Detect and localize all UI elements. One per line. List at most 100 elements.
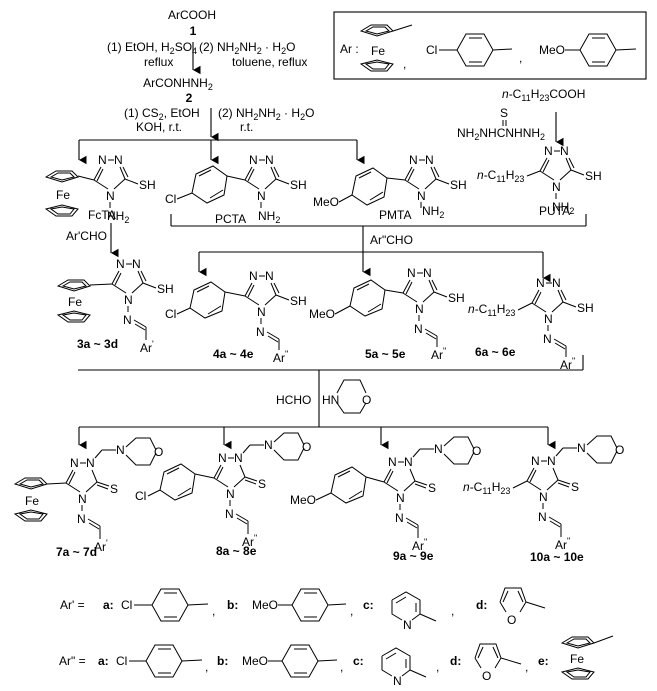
svg-text:N: N xyxy=(395,511,404,525)
svg-text:SH: SH xyxy=(448,291,465,305)
svg-text:N: N xyxy=(123,313,132,327)
compound-puta: n-C11H23 N N N SH NH2 PUTA xyxy=(477,144,602,218)
svg-text:a:: a: xyxy=(103,598,114,612)
label-6: 6a ~ 6e xyxy=(475,345,516,359)
compound-1-formula: ArCOOH xyxy=(168,8,216,22)
svg-text:N: N xyxy=(388,455,397,469)
svg-text:Fe: Fe xyxy=(68,295,82,309)
svg-text:c:: c: xyxy=(363,598,374,612)
svg-text:O: O xyxy=(362,393,371,407)
compound-pmta: MeO N N N SH NH2 PMTA xyxy=(313,153,467,222)
svg-text:N: N xyxy=(414,322,423,336)
svg-text:Fe: Fe xyxy=(371,44,385,58)
svg-text:MeO: MeO xyxy=(290,493,316,507)
svg-text:NH2: NH2 xyxy=(422,204,444,220)
compound-2-label: 2 xyxy=(186,91,193,105)
svg-text:Ar": Ar" xyxy=(273,349,288,365)
svg-text:N: N xyxy=(404,455,413,469)
svg-text:SH: SH xyxy=(585,169,602,183)
svg-text:N: N xyxy=(70,456,79,470)
svg-text:N: N xyxy=(116,257,125,271)
svg-text:Ar": Ar" xyxy=(431,346,446,362)
svg-text:N: N xyxy=(539,490,548,504)
fcta-label: FcTA xyxy=(88,208,116,222)
svg-text:d:: d: xyxy=(476,598,487,612)
svg-text:,: , xyxy=(525,660,528,674)
svg-text:N: N xyxy=(77,512,86,526)
label-3: 3a ~ 3d xyxy=(77,337,118,351)
svg-text:N: N xyxy=(409,153,418,167)
compound-3: N N N SH N Ar' Fe 3a ~ 3d xyxy=(57,257,174,355)
svg-text:N: N xyxy=(249,153,258,167)
label-10: 10a ~ 10e xyxy=(530,550,584,564)
svg-text:Fe: Fe xyxy=(570,652,584,666)
svg-text:d:: d: xyxy=(450,654,461,668)
svg-text:NH2: NH2 xyxy=(258,209,280,225)
svg-text:N: N xyxy=(116,443,125,457)
svg-text:S: S xyxy=(110,482,118,496)
svg-text:S: S xyxy=(258,477,266,491)
svg-text:Cl: Cl xyxy=(165,192,176,206)
svg-text:HN: HN xyxy=(322,393,339,407)
svg-text:O: O xyxy=(615,443,624,457)
methoxyphenyl-icon: MeO xyxy=(539,33,637,67)
svg-text:N: N xyxy=(265,269,274,283)
ar1cho-reagent: Ar'CHO xyxy=(66,229,107,243)
label-4: 4a ~ 4e xyxy=(213,347,254,361)
svg-text:N: N xyxy=(423,266,432,280)
compound-6: n-C11H23 N N N SH N Ar" 6a ~ 6e xyxy=(468,276,594,372)
step1-cond-left: (1) EtOH, H2SO4 xyxy=(107,40,197,56)
svg-text:O: O xyxy=(482,669,491,683)
step2-cond-left: (1) CS2, EtOH xyxy=(124,106,200,122)
svg-text:N: N xyxy=(407,266,416,280)
svg-text:N: N xyxy=(257,189,266,203)
ar1-def-label: Ar' = xyxy=(60,598,85,612)
svg-text:Cl: Cl xyxy=(121,598,132,612)
svg-text:N: N xyxy=(415,302,424,316)
svg-text:,: , xyxy=(212,604,215,618)
svg-text:N: N xyxy=(434,442,443,456)
svg-text:SH: SH xyxy=(290,294,307,308)
svg-text:N: N xyxy=(403,618,412,632)
step2-cond-right-2: r.t. xyxy=(240,120,253,134)
svg-text:N: N xyxy=(106,189,115,203)
svg-text:c:: c: xyxy=(353,654,364,668)
branch-2: Ar"CHO xyxy=(170,214,587,283)
svg-text:N: N xyxy=(531,454,540,468)
pmta-label: PMTA xyxy=(379,208,411,222)
thiocarbohydrazide-s: S xyxy=(500,106,508,120)
svg-text:Cl: Cl xyxy=(165,307,176,321)
svg-text:O: O xyxy=(507,613,516,627)
svg-text:N: N xyxy=(124,293,133,307)
hcho-reagent: HCHO xyxy=(276,393,311,407)
svg-text:N: N xyxy=(544,312,553,326)
svg-text:MeO: MeO xyxy=(309,307,335,321)
svg-text:O: O xyxy=(472,444,481,458)
svg-text:N: N xyxy=(393,674,402,688)
svg-text:N: N xyxy=(264,438,273,452)
compound-7: N N N O S N N Ar' Fe 7a ~ 7d xyxy=(14,437,163,559)
puta-label: PUTA xyxy=(539,204,570,218)
svg-text:MeO: MeO xyxy=(313,195,339,209)
svg-text:SH: SH xyxy=(450,178,467,192)
svg-text:n-C11H23: n-C11H23 xyxy=(477,168,524,184)
step1-cond-right-2: toluene, reflux xyxy=(232,55,307,69)
svg-text:,: , xyxy=(519,51,522,65)
compound-2-formula: ArCONHNH2 xyxy=(143,76,213,92)
compound-9: MeO N N N O S N N Ar" 9a ~ 9e xyxy=(290,436,481,563)
svg-text:,: , xyxy=(205,660,208,674)
ar2-b-methoxyphenyl: MeO , xyxy=(242,644,343,678)
compound-2: ArCONHNH2 2 xyxy=(143,76,213,105)
svg-text:N: N xyxy=(265,153,274,167)
svg-text:SH: SH xyxy=(577,301,594,315)
svg-text:MeO: MeO xyxy=(539,43,565,57)
ar2-definitions: Ar" = a: Cl , b: MeO , c: N , d: xyxy=(59,635,614,688)
svg-text:Ar': Ar' xyxy=(140,339,154,355)
branch-1 xyxy=(78,139,365,165)
svg-text:Ar": Ar" xyxy=(560,356,575,372)
svg-text:NH2: NH2 xyxy=(552,200,574,216)
svg-text:Ar": Ar" xyxy=(412,537,427,553)
step2-cond-left-2: KOH, r.t. xyxy=(136,120,182,134)
ferrocenyl-icon: Fe , xyxy=(360,24,413,72)
